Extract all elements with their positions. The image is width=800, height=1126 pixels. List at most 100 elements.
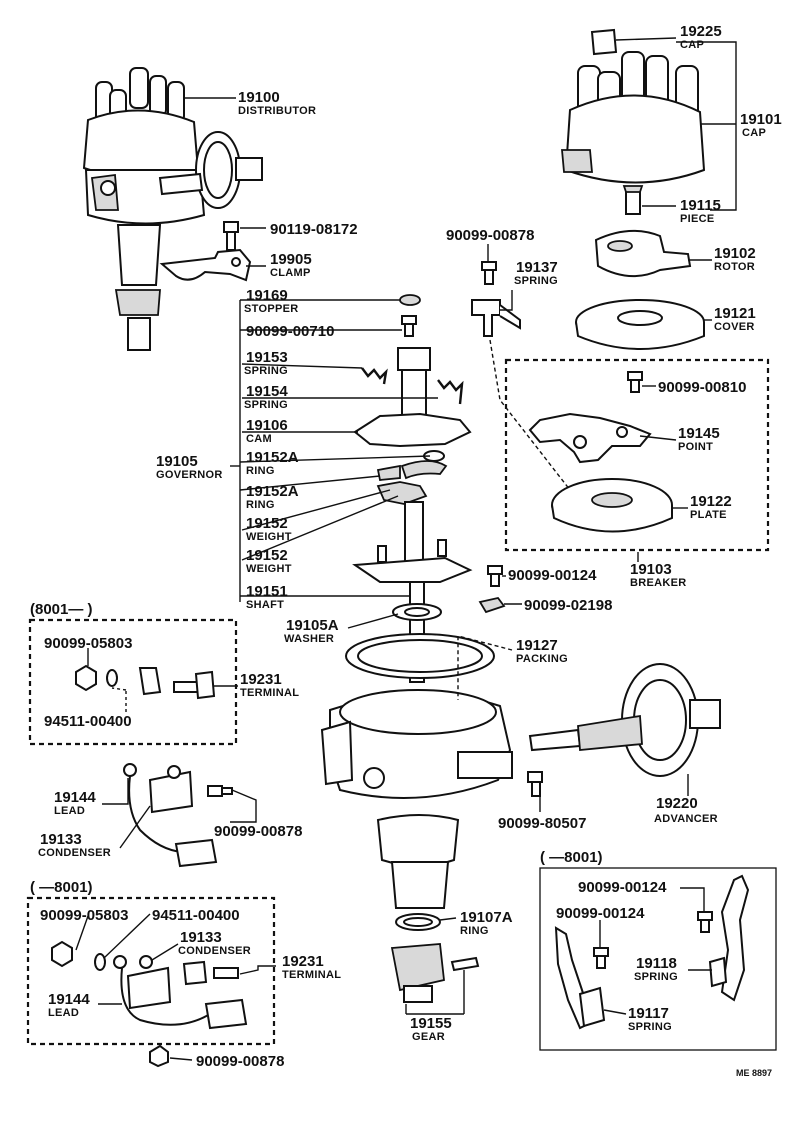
cover-19121-drawing [575, 299, 705, 350]
bolt-08172-number: 90119-08172 [270, 221, 358, 238]
spring-19153-name: SPRING [244, 365, 288, 377]
box2-condenser-number: 19133 [180, 929, 222, 946]
cover-number: 19121 [714, 305, 756, 322]
weight2-number: 19152 [246, 547, 288, 564]
condenser-name: CONDENSER [38, 847, 111, 859]
nut-90099-02198-drawing [478, 596, 506, 614]
bolt-90119-08172-drawing [223, 221, 239, 251]
box2-lead-name: LEAD [48, 1007, 79, 1019]
advancer-number: 19220 [656, 795, 698, 812]
cap-19225-drawing [590, 28, 618, 56]
box3-spring-19117-number: 19117 [628, 1005, 669, 1022]
spring-19154-name: SPRING [244, 399, 288, 411]
clamp-number: 19905 [270, 251, 312, 268]
mid-screw-number: 90099-00878 [214, 823, 302, 840]
weight-19152-drawing [376, 460, 448, 505]
cover-name: COVER [714, 321, 755, 333]
spring-19137-name: SPRING [514, 275, 558, 287]
box3-parts-drawing [554, 874, 750, 1030]
weight2-name: WEIGHT [246, 563, 292, 575]
box2-lead-number: 19144 [48, 991, 90, 1008]
rotor-name: ROTOR [714, 261, 755, 273]
box2-terminal-number: 19231 [282, 953, 324, 970]
clamp-19905-drawing [159, 248, 252, 282]
box2-parts-drawing [51, 940, 248, 1068]
packing-number: 19127 [516, 637, 558, 654]
screw-80507-number: 90099-80507 [498, 815, 586, 832]
ring-19107a-drawing [395, 913, 441, 931]
weight1-number: 19152 [246, 515, 288, 532]
clamp-name: CLAMP [270, 267, 311, 279]
plate-number: 19122 [690, 493, 732, 510]
ring-a2-name: RING [246, 499, 275, 511]
spring-19137-drawing [471, 299, 521, 337]
plate-19122-drawing [551, 478, 673, 533]
box1-nut-number: 90099-05803 [44, 635, 132, 652]
point-name: POINT [678, 441, 713, 453]
breaker-name: BREAKER [630, 577, 687, 589]
screw-00710-number: 90099-00710 [246, 323, 334, 340]
box2-range: ( —8001) [30, 879, 93, 896]
spring-box-pre8001-outline [539, 867, 777, 1051]
washer-19105a-drawing [392, 603, 442, 621]
box3-spring-19118-name: SPRING [634, 971, 678, 983]
spring-19154-drawing [437, 379, 464, 405]
ring-19107a-number: 19107A [460, 909, 513, 926]
housing-drawing [320, 689, 513, 909]
piece-name: PIECE [680, 213, 715, 225]
ring-a2-number: 19152A [246, 483, 299, 500]
cap-19101-drawing [561, 51, 706, 184]
screw-90099-80507-drawing [527, 771, 543, 797]
advancer-19220-drawing [528, 663, 721, 777]
box2-condenser-name: CONDENSER [178, 945, 251, 957]
terminal-box-pre8001-outline [26, 896, 276, 1046]
packing-name: PACKING [516, 653, 568, 665]
box3-spring-19118-number: 19118 [636, 955, 677, 972]
lead-number: 19144 [54, 789, 96, 806]
piece-number: 19115 [680, 197, 721, 214]
terminal-box-8001-outline [28, 618, 238, 746]
breaker-number: 19103 [630, 561, 672, 578]
screw-00124-number: 90099-00124 [508, 567, 597, 584]
lead-condenser-drawing [123, 763, 233, 868]
distributor-number: 19100 [238, 89, 280, 106]
washer-number: 19105A [286, 617, 339, 634]
box2-nut-number: 90099-05803 [40, 907, 128, 924]
shaft-name: SHAFT [246, 599, 284, 611]
cam-name: CAM [246, 433, 272, 445]
stopper-number: 19169 [246, 287, 288, 304]
cam-number: 19106 [246, 417, 288, 434]
spring-19153-drawing [361, 367, 388, 385]
box1-washer-number: 94511-00400 [44, 713, 132, 730]
cap-19225-name: CAP [680, 39, 704, 51]
cap-19101-name: CAP [742, 127, 766, 139]
box3-spring-19117-name: SPRING [628, 1021, 672, 1033]
gear-name: GEAR [412, 1031, 445, 1043]
point-number: 19145 [678, 425, 720, 442]
box3-range: ( —8001) [540, 849, 603, 866]
point-19145-drawing [528, 412, 652, 464]
nut-02198-number: 90099-02198 [524, 597, 612, 614]
weight1-name: WEIGHT [246, 531, 292, 543]
stopper-19169-drawing [399, 294, 421, 306]
screw-90099-00124-drawing [487, 565, 503, 587]
ring-a1-name: RING [246, 465, 275, 477]
leader-lines [75, 37, 737, 1061]
piece-19115-drawing [622, 185, 644, 215]
box2-screw-number: 90099-00878 [196, 1053, 284, 1070]
spring-19137-number: 19137 [516, 259, 558, 276]
ring-19107a-name: RING [460, 925, 489, 937]
condenser-number: 19133 [40, 831, 82, 848]
cap-19101-number: 19101 [740, 111, 782, 128]
governor-number: 19105 [156, 453, 198, 470]
governor-name: GOVERNOR [156, 469, 223, 481]
screw-00810-number: 90099-00810 [658, 379, 746, 396]
breaker-box-outline [504, 358, 770, 552]
gear-number: 19155 [410, 1015, 452, 1032]
rotor-19102-drawing [594, 229, 692, 278]
stopper-name: STOPPER [244, 303, 298, 315]
spring-19154-number: 19154 [246, 383, 288, 400]
shaft-number: 19151 [246, 583, 288, 600]
part-labels: 19100 DISTRIBUTOR 90119-08172 19905 CLAM… [30, 23, 782, 1078]
